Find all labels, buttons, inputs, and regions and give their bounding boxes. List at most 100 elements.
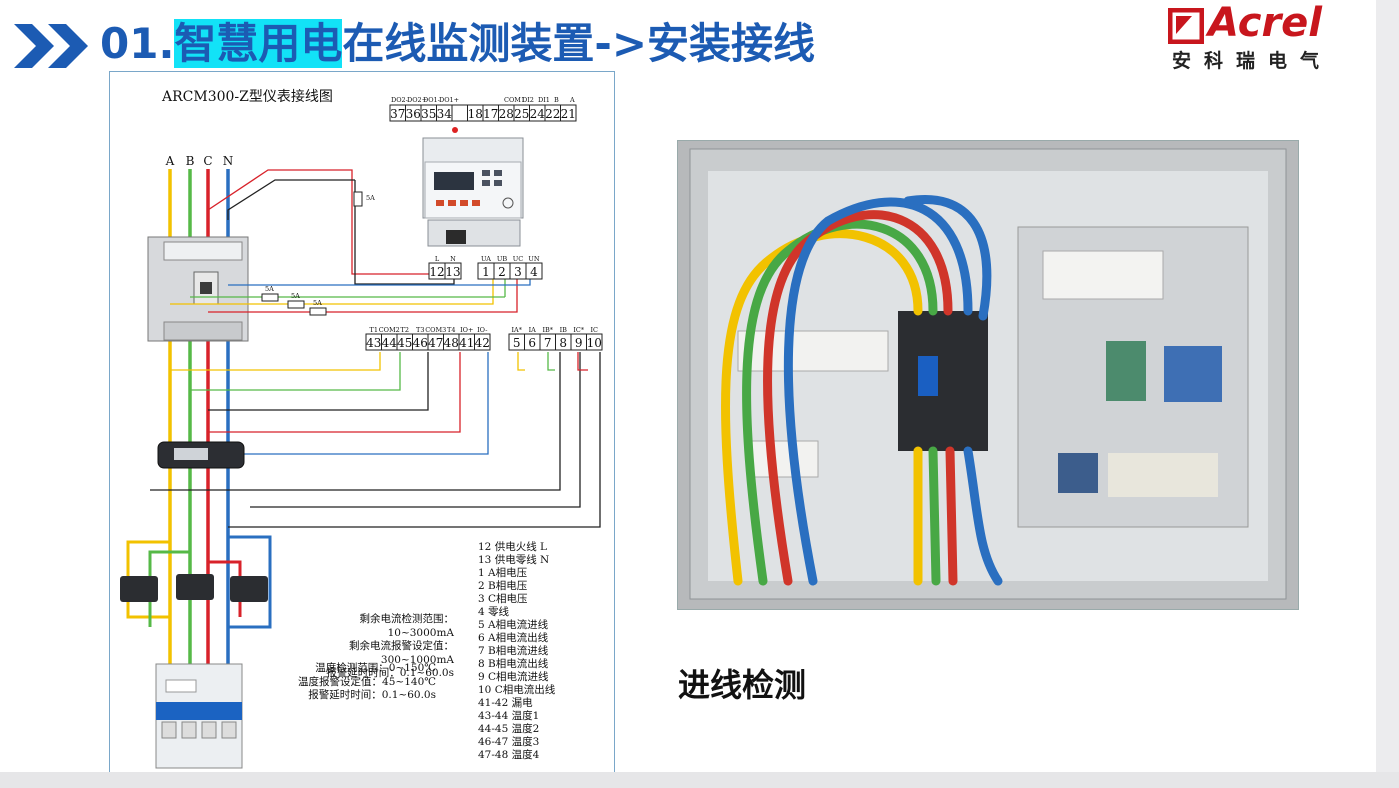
fuse-label: 5A <box>265 285 274 293</box>
slide: 01.智慧用电在线监测装置->安装接线 Acrel 安科瑞电气 ARCM300-… <box>0 0 1376 772</box>
title-highlight: 智慧用电 <box>174 19 343 68</box>
terminal-number: 44 <box>382 336 398 350</box>
terminal-number: 10 <box>587 336 602 350</box>
bottom-breaker <box>155 663 243 769</box>
terminal-number: 3 <box>514 265 522 279</box>
legend-item: 7 B相电流进线 <box>478 645 549 657</box>
arcm300-meter <box>422 127 524 247</box>
fuse-labels: 5A 5A 5A 5A <box>265 194 375 307</box>
title-prefix: 01. <box>100 19 175 68</box>
terminal-label: IA <box>529 326 537 334</box>
terminal-cell <box>444 262 462 280</box>
legend-item: 9 C相电流进线 <box>478 671 549 683</box>
current-terminal-labels: IA* IA IB* IB IC* IC <box>511 326 598 334</box>
terminal-label: DO1- <box>423 96 440 104</box>
slide-right-margin <box>1376 0 1399 772</box>
terminal-label: T3 <box>416 326 424 334</box>
legend-item: 5 A相电流进线 <box>478 619 549 631</box>
double-chevron-icon <box>14 24 88 68</box>
legend-item: 2 B相电压 <box>478 580 528 592</box>
terminal-number: 4 <box>530 265 538 279</box>
terminal-label: COM1 <box>504 96 525 104</box>
residual-current-sensor <box>157 441 245 469</box>
fuse-resistors <box>261 191 363 316</box>
fuse-label: 5A <box>366 194 375 202</box>
legend-item: 6 A相电流出线 <box>478 632 549 644</box>
terminal-number: 2 <box>498 265 506 279</box>
legend-item: 12 供电火线 L <box>478 541 548 553</box>
spec-line: 剩余电流检测范围：10~3000mA <box>359 613 455 639</box>
terminal-number: 21 <box>561 107 576 121</box>
terminal-number: 36 <box>406 107 421 121</box>
terminal-label: DO2- <box>391 96 408 104</box>
terminal-number: 43 <box>366 336 381 350</box>
terminal-label: IB* <box>542 326 553 334</box>
terminal-number: 7 <box>544 336 552 350</box>
spec-line: 剩余电流报警设定值：300~1000mA <box>349 640 454 666</box>
phase-label: B <box>186 154 195 168</box>
terminal-number: 37 <box>390 107 405 121</box>
acrel-logo-icon <box>1168 8 1204 44</box>
terminal-number: 48 <box>444 336 459 350</box>
terminal-number: 18 <box>468 107 483 121</box>
terminal-label: IC* <box>573 326 585 334</box>
terminal-label: L <box>435 255 440 263</box>
terminal-label: IA* <box>511 326 522 334</box>
fuse-label: 5A <box>291 292 300 300</box>
diagram-title: ARCM300-Z型仪表接线图 <box>161 88 333 105</box>
terminal-number: 42 <box>475 336 490 350</box>
terminal-number: 12 <box>429 265 444 279</box>
phase-label: C <box>203 154 212 168</box>
phase-label: N <box>223 154 234 168</box>
terminal-label: IB <box>560 326 568 334</box>
photo-caption: 进线检测 <box>678 666 807 704</box>
terminal-label: B <box>554 96 559 104</box>
terminal-label: DI1 <box>538 96 550 104</box>
spec-line: 温度报警设定值：45~140℃ <box>298 675 436 688</box>
spec-residual: 剩余电流检测范围：10~3000mA 剩余电流报警设定值：300~1000mA … <box>296 613 454 681</box>
main-breaker <box>147 236 249 342</box>
terminal-cell <box>586 333 603 351</box>
terminal-number: 41 <box>459 336 474 350</box>
spec-line: 报警延时时间：0.1~60.0s <box>326 667 454 679</box>
terminal-number: 35 <box>421 107 436 121</box>
terminal-number: 22 <box>545 107 560 121</box>
phase-label: A <box>165 154 175 168</box>
terminal-number: 13 <box>445 265 460 279</box>
legend-item: 1 A相电压 <box>478 567 528 579</box>
terminal-label: A <box>569 96 575 104</box>
terminal-number: 9 <box>575 336 583 350</box>
title-rest: 在线监测装置->安装接线 <box>342 19 816 68</box>
legend-item: 8 B相电流出线 <box>478 658 549 670</box>
terminal-number: 6 <box>528 336 536 350</box>
terminal-number: 17 <box>483 107 498 121</box>
terminal-number: 24 <box>530 107 546 121</box>
terminal-label: IC <box>590 326 598 334</box>
terminal-number: 28 <box>499 107 514 121</box>
terminal-label: DI2 <box>522 96 534 104</box>
terminal-number: 25 <box>514 107 529 121</box>
slide-footer <box>0 772 1399 788</box>
ct-blocks <box>120 574 268 602</box>
legend-item: 47-48 温度4 <box>478 749 540 761</box>
legend-item: 41-42 漏电 <box>478 697 533 709</box>
spec-temperature: 温度检测范围：0~150℃ 温度报警设定值：45~140℃ 报警延时时间：0.1… <box>296 662 436 703</box>
terminal-label: T1 <box>370 326 378 334</box>
page-title: 01.智慧用电在线监测装置->安装接线 <box>100 14 815 74</box>
terminal-number: 8 <box>559 336 567 350</box>
terminal-label: T2 <box>401 326 409 334</box>
fuse-label: 5A <box>313 299 322 307</box>
terminal-number: 45 <box>397 336 412 350</box>
terminal-number: 46 <box>413 336 428 350</box>
terminal-label: N <box>450 255 456 263</box>
terminal-label: DO1+ <box>439 96 459 104</box>
